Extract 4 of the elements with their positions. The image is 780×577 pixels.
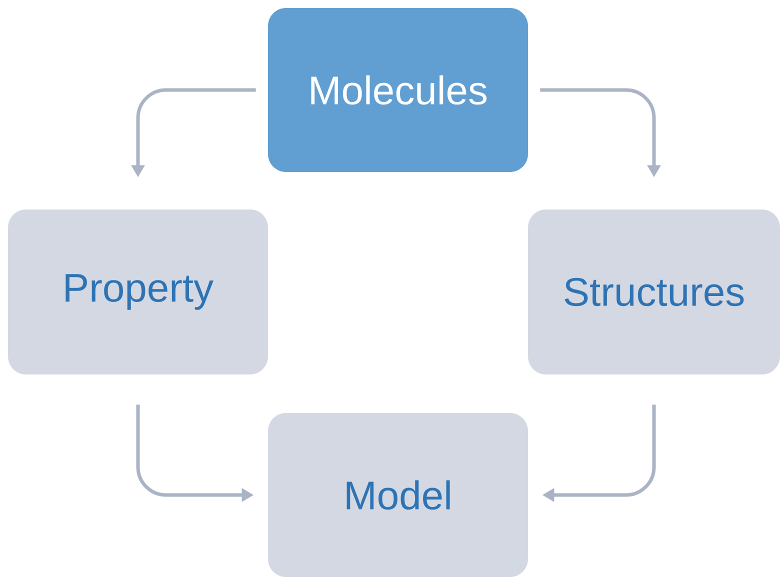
process-box: Structures <box>528 209 780 374</box>
process-box: Molecules <box>268 8 528 172</box>
process-box: Property <box>8 209 268 374</box>
process-box: Model <box>268 412 528 577</box>
